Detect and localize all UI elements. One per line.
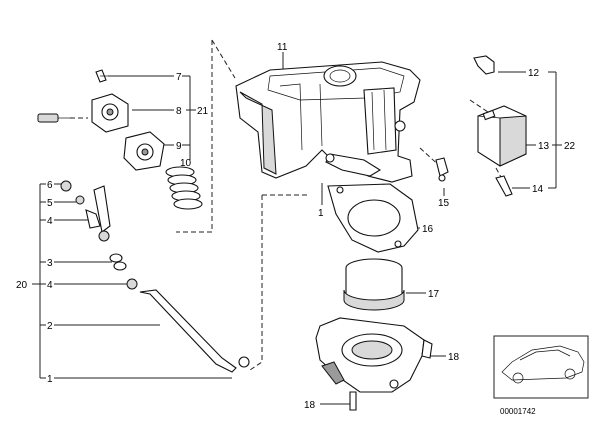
callout-20: 20	[16, 280, 28, 291]
upper-left-parts	[37, 69, 203, 210]
callout-12: 12	[528, 68, 540, 79]
callout-1-upper: 1	[318, 208, 324, 219]
callout-labels: 11 7 8 21 9 10 12 13 22 14 15 1 16 17 18…	[16, 42, 576, 416]
diagram-id: 00001742	[500, 407, 536, 416]
carburetor-housing	[235, 61, 421, 183]
callout-2: 2	[47, 321, 53, 332]
callout-18-right: 18	[448, 352, 460, 363]
callout-11: 11	[277, 42, 288, 53]
callout-18-bottom: 18	[304, 400, 316, 411]
callout-6: 6	[47, 180, 53, 191]
callout-4-lower: 4	[47, 280, 53, 291]
right-parts	[435, 55, 527, 197]
sleeve-17	[343, 258, 405, 311]
gasket-16	[327, 183, 419, 253]
callout-21: 21	[197, 106, 209, 117]
callout-15: 15	[438, 198, 450, 209]
callout-7: 7	[176, 72, 182, 83]
callout-10: 10	[180, 158, 192, 169]
callout-9: 9	[176, 141, 182, 152]
callout-4-upper: 4	[47, 216, 53, 227]
callout-22: 22	[564, 141, 576, 152]
callout-3: 3	[47, 258, 53, 269]
callout-17: 17	[428, 289, 440, 300]
callout-16: 16	[422, 224, 434, 235]
vehicle-thumbnail	[493, 335, 589, 399]
callout-1-lower: 1	[47, 374, 53, 385]
callout-5: 5	[47, 198, 53, 209]
callout-14: 14	[532, 184, 544, 195]
throttle-body-18	[315, 317, 433, 411]
linkage-parts	[60, 180, 250, 373]
callout-13: 13	[538, 141, 550, 152]
spring-10	[165, 166, 203, 210]
callout-8: 8	[176, 106, 182, 117]
